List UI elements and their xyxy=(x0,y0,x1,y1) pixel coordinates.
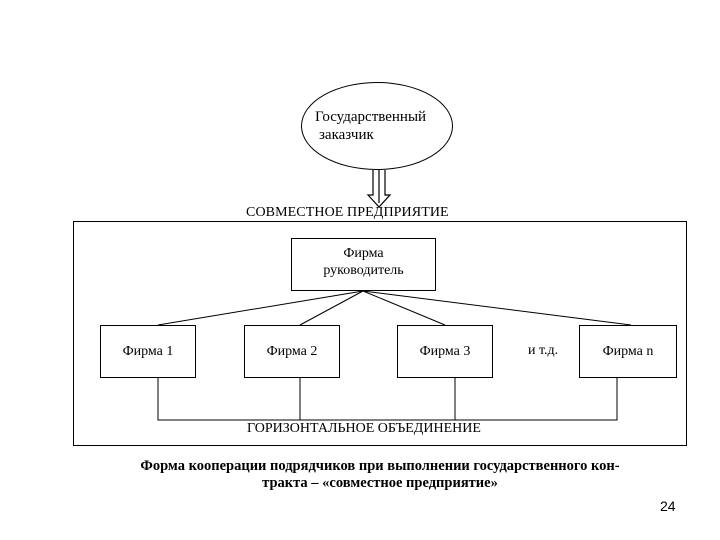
firm-1-box: Фирма 1 xyxy=(100,325,196,378)
leader-firm-line1: Фирма xyxy=(343,246,384,261)
etc-label: и т.д. xyxy=(528,343,559,358)
leader-firm-line2: руководитель xyxy=(323,263,404,278)
firm-3-box: Фирма 3 xyxy=(397,325,493,378)
customer-label-line2: заказчик xyxy=(319,127,374,143)
customer-node xyxy=(301,82,453,170)
customer-label: Государственный заказчик xyxy=(315,108,455,144)
figure-caption-line1: Форма кооперации подрядчиков при выполне… xyxy=(140,458,620,474)
firm-2-box: Фирма 2 xyxy=(244,325,340,378)
customer-arrow xyxy=(366,170,392,208)
page-number: 24 xyxy=(660,498,676,514)
firm-2-label: Фирма 2 xyxy=(266,344,318,359)
firm-1-label: Фирма 1 xyxy=(122,344,174,359)
joint-venture-frame xyxy=(73,221,687,446)
figure-caption: Форма кооперации подрядчиков при выполне… xyxy=(60,458,700,492)
horizontal-association-label: ГОРИЗОНТАЛЬНОЕ ОБЪЕДИНЕНИЕ xyxy=(246,421,482,437)
figure-caption-line2: тракта – «совместное предприятие» xyxy=(262,475,498,491)
customer-label-line1: Государственный xyxy=(315,109,427,125)
firm-3-label: Фирма 3 xyxy=(419,344,471,359)
firm-n-box: Фирма n xyxy=(579,325,677,378)
joint-venture-label: СОВМЕСТНОЕ ПРЕДПРИЯТИЕ xyxy=(246,205,449,220)
leader-firm-box: Фирма руководитель xyxy=(291,238,436,291)
firm-n-label: Фирма n xyxy=(602,344,654,359)
